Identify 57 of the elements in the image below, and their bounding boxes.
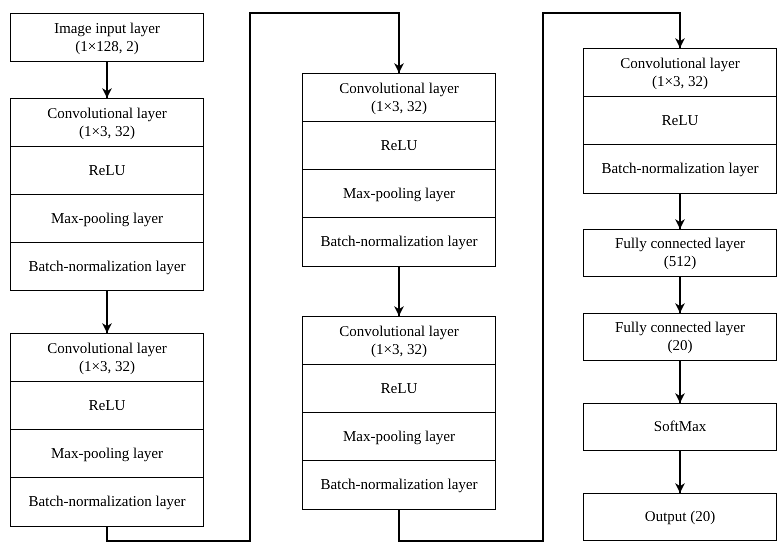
layer-label: ReLU [662, 112, 698, 130]
layer-box [10, 381, 204, 430]
arrow [102, 291, 112, 333]
arrow [675, 361, 685, 403]
layer-box [10, 333, 204, 382]
layer-box [10, 242, 204, 291]
layer-box [302, 217, 496, 267]
layer-label: Image input layer (1×128, 2) [53, 20, 161, 56]
layer-label: Convolutional layer (1×3, 32) [338, 322, 460, 358]
layer-label: Batch-normalization layer [320, 476, 478, 494]
layer-label: Max-pooling layer [342, 184, 456, 202]
layer-box [10, 13, 204, 62]
layer-box [583, 493, 777, 541]
layer-label: Max-pooling layer [50, 210, 164, 228]
layer-box [302, 73, 496, 122]
layer-box [583, 229, 777, 277]
layer-box [302, 364, 496, 413]
layer-box [583, 96, 777, 145]
layer-label: Output (20) [644, 508, 716, 526]
arrow [394, 267, 404, 316]
layer-label: ReLU [380, 380, 418, 398]
layer-box [302, 316, 496, 365]
layer-box [10, 146, 204, 195]
layer-box [10, 194, 204, 243]
arrow [102, 62, 112, 98]
layer-box [302, 169, 496, 218]
layer-box [10, 98, 204, 147]
layer-label: Convolutional layer (1×3, 32) [46, 340, 168, 376]
arrow [675, 277, 685, 313]
layer-label: Batch-normalization layer [601, 160, 759, 178]
layer-label: ReLU [88, 162, 126, 180]
layer-label: Batch-normalization layer [28, 258, 186, 276]
layer-label: Convolutional layer (1×3, 32) [46, 104, 168, 140]
arrow [398, 12, 685, 542]
layer-box [583, 313, 777, 361]
layer-label: Convolutional layer (1×3, 32) [338, 80, 460, 116]
layer-box [583, 144, 777, 194]
layer-label: ReLU [380, 136, 418, 154]
layer-label: Convolutional layer (1×3, 32) [619, 54, 741, 90]
layer-box [302, 412, 496, 461]
layer-label: Max-pooling layer [342, 428, 456, 446]
arrow [106, 12, 404, 542]
arrow [675, 194, 685, 229]
layer-box [302, 460, 496, 510]
layer-label: Batch-normalization layer [28, 493, 186, 511]
layer-box [583, 403, 777, 451]
layer-box [302, 121, 496, 170]
layer-label: Batch-normalization layer [320, 233, 478, 251]
layer-label: ReLU [88, 396, 126, 414]
layer-label: Max-pooling layer [50, 444, 164, 462]
layer-label: SoftMax [654, 418, 706, 436]
arrow [675, 451, 685, 493]
layer-box [10, 477, 204, 527]
layer-box [583, 48, 777, 97]
layer-label: Fully connected layer (512) [614, 235, 746, 271]
layer-box [10, 429, 204, 478]
layer-label: Fully connected layer (20) [614, 319, 746, 355]
